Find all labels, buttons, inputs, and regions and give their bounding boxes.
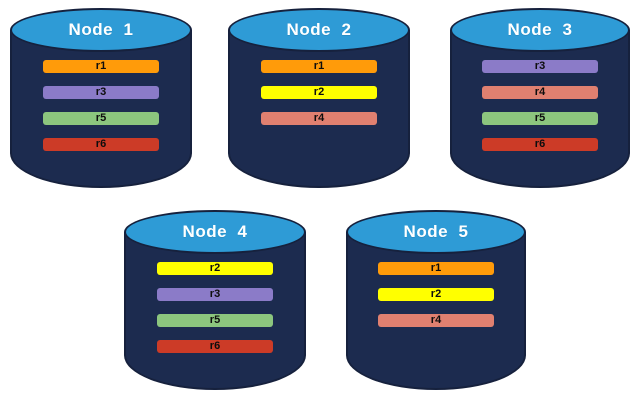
node-1[interactable]: Node 1 r1 r3 r5 r6 xyxy=(10,8,192,188)
replica-r4[interactable]: r4 xyxy=(260,112,378,125)
cylinder-body xyxy=(346,232,526,390)
replica-r2[interactable]: r2 xyxy=(260,86,378,99)
database-cylinder-icon: Node 2 xyxy=(228,8,410,188)
replica-list: r2 r3 r5 r6 xyxy=(124,262,306,353)
replica-r1[interactable]: r1 xyxy=(378,262,494,275)
cylinder-top xyxy=(10,8,192,52)
cylinder-body xyxy=(124,232,306,390)
node-3[interactable]: Node 3 r3 r4 r5 r6 xyxy=(450,8,630,188)
database-cylinder-icon: Node 3 xyxy=(450,8,630,188)
node-5[interactable]: Node 5 r1 r2 r4 xyxy=(346,210,526,390)
node-4[interactable]: Node 4 r2 r3 r5 r6 xyxy=(124,210,306,390)
replica-r4[interactable]: r4 xyxy=(482,86,598,99)
cylinder-top xyxy=(450,8,630,52)
replica-list: r1 r2 r4 xyxy=(346,262,526,327)
replica-r2[interactable]: r2 xyxy=(156,262,274,275)
cylinder-top xyxy=(124,210,306,254)
replica-list: r1 r2 r4 xyxy=(228,60,410,125)
database-cylinder-icon: Node 5 xyxy=(346,210,526,390)
replica-r4[interactable]: r4 xyxy=(378,314,494,327)
replica-list: r1 r3 r5 r6 xyxy=(10,60,192,151)
database-cylinder-icon: Node 1 xyxy=(10,8,192,188)
node-label: Node 5 xyxy=(403,222,469,241)
replica-r3[interactable]: r3 xyxy=(482,60,598,73)
replica-r1[interactable]: r1 xyxy=(260,60,378,73)
node-2[interactable]: Node 2 r1 r2 r4 xyxy=(228,8,410,188)
replica-r5[interactable]: r5 xyxy=(482,112,598,125)
replica-r6[interactable]: r6 xyxy=(42,138,160,151)
node-label: Node 4 xyxy=(182,222,248,241)
node-label: Node 2 xyxy=(286,20,352,39)
replica-r5[interactable]: r5 xyxy=(156,314,274,327)
replica-r1[interactable]: r1 xyxy=(42,60,160,73)
replica-r3[interactable]: r3 xyxy=(42,86,160,99)
database-cylinder-icon: Node 4 xyxy=(124,210,306,390)
replica-r5[interactable]: r5 xyxy=(42,112,160,125)
node-label: Node 3 xyxy=(507,20,573,39)
cylinder-top xyxy=(228,8,410,52)
replica-r3[interactable]: r3 xyxy=(156,288,274,301)
replica-r6[interactable]: r6 xyxy=(482,138,598,151)
replica-list: r3 r4 r5 r6 xyxy=(450,60,630,151)
replica-r6[interactable]: r6 xyxy=(156,340,274,353)
cylinder-top xyxy=(346,210,526,254)
node-label: Node 1 xyxy=(68,20,134,39)
replica-r2[interactable]: r2 xyxy=(378,288,494,301)
